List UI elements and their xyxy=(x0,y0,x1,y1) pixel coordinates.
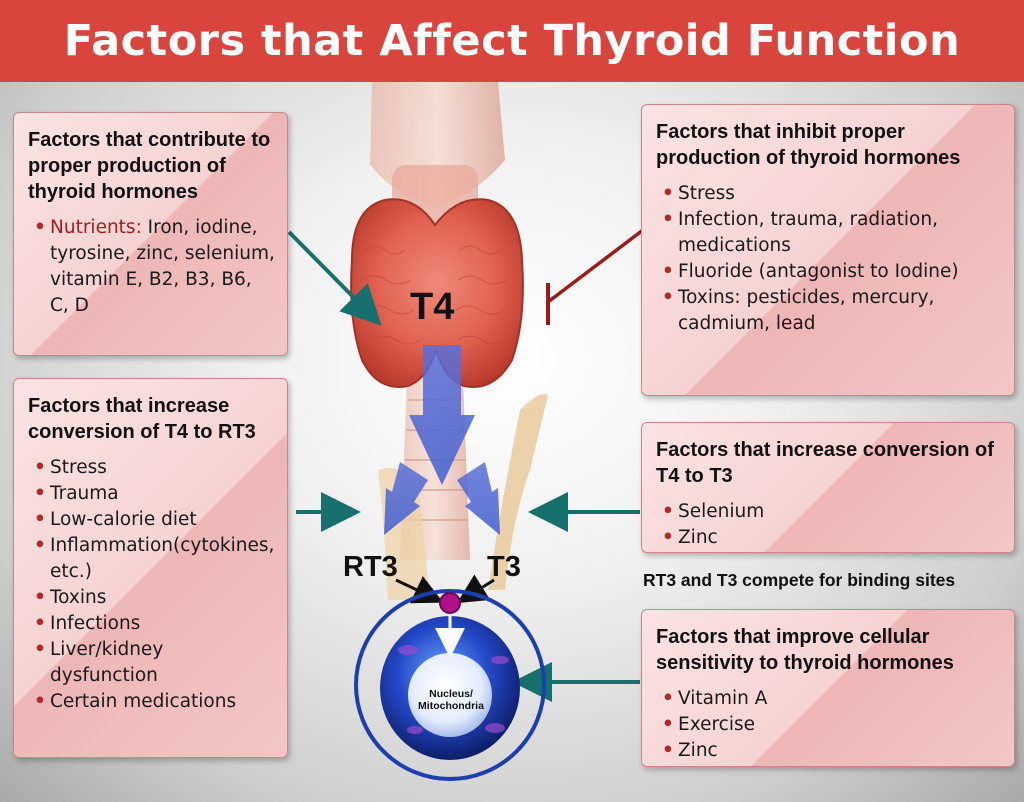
list-item: Stress xyxy=(28,455,275,481)
list-item: Nutrients: Iron, iodine, tyrosine, zinc,… xyxy=(28,215,275,319)
list-item: Fluoride (antagonist to Iodine) xyxy=(656,259,1002,285)
rt3-label: RT3 xyxy=(343,551,398,583)
sensitivity-list: Vitamin A Exercise Zinc xyxy=(656,686,1002,764)
mitochondria-text: Mitochondria xyxy=(418,700,484,712)
contribute-heading: Factors that contribute to proper produc… xyxy=(28,129,271,203)
list-item: Certain medications xyxy=(28,689,275,715)
list-item: Exercise xyxy=(656,712,1002,738)
contribute-box: Factors that contribute to proper produc… xyxy=(13,112,288,356)
contribute-list: Nutrients: Iron, iodine, tyrosine, zinc,… xyxy=(28,215,275,319)
nutrients-key: Nutrients: xyxy=(50,217,142,238)
page-title: Factors that Affect Thyroid Function xyxy=(0,0,1024,82)
list-item: Inflammation(cytokines, etc.) xyxy=(28,533,275,585)
t3-label: T3 xyxy=(487,551,521,583)
list-item: Low-calorie diet xyxy=(28,507,275,533)
list-item: Liver/kidney dysfunction xyxy=(28,637,275,689)
list-item: Infection, trauma, radiation, medication… xyxy=(656,207,1002,259)
list-item: Selenium xyxy=(656,499,1002,525)
nucleus-text: Nucleus/ xyxy=(429,688,473,700)
list-item: Infections xyxy=(28,611,275,637)
list-item: Toxins xyxy=(28,585,275,611)
increase-rt3-heading: Factors that increase conversion of T4 t… xyxy=(28,395,256,443)
compete-note: RT3 and T3 compete for binding sites xyxy=(643,570,956,590)
inhibit-box: Factors that inhibit proper production o… xyxy=(641,104,1015,396)
increase-rt3-box: Factors that increase conversion of T4 t… xyxy=(13,378,288,758)
nucleus-label: Nucleus/ Mitochondria xyxy=(412,688,490,712)
t4-label: T4 xyxy=(410,286,455,328)
list-item: Zinc xyxy=(656,525,1002,551)
increase-t3-box: Factors that increase conversion of T4 t… xyxy=(641,422,1015,553)
sensitivity-box: Factors that improve cellular sensitivit… xyxy=(641,609,1015,767)
list-item: Trauma xyxy=(28,481,275,507)
list-item: Stress xyxy=(656,181,1002,207)
list-item: Vitamin A xyxy=(656,686,1002,712)
nutrients-value: Iron, iodine, tyrosine, zinc, selenium, … xyxy=(50,217,275,316)
inhibit-heading: Factors that inhibit proper production o… xyxy=(656,121,961,169)
sensitivity-heading: Factors that improve cellular sensitivit… xyxy=(656,626,954,674)
increase-t3-list: Selenium Zinc xyxy=(656,499,1002,551)
increase-t3-heading: Factors that increase conversion of T4 t… xyxy=(656,439,994,487)
inhibit-list: Stress Infection, trauma, radiation, med… xyxy=(656,181,1002,337)
list-item: Toxins: pesticides, mercury, cadmium, le… xyxy=(656,285,1002,337)
list-item: Zinc xyxy=(656,738,1002,764)
increase-rt3-list: Stress Trauma Low-calorie diet Inflammat… xyxy=(28,455,275,715)
